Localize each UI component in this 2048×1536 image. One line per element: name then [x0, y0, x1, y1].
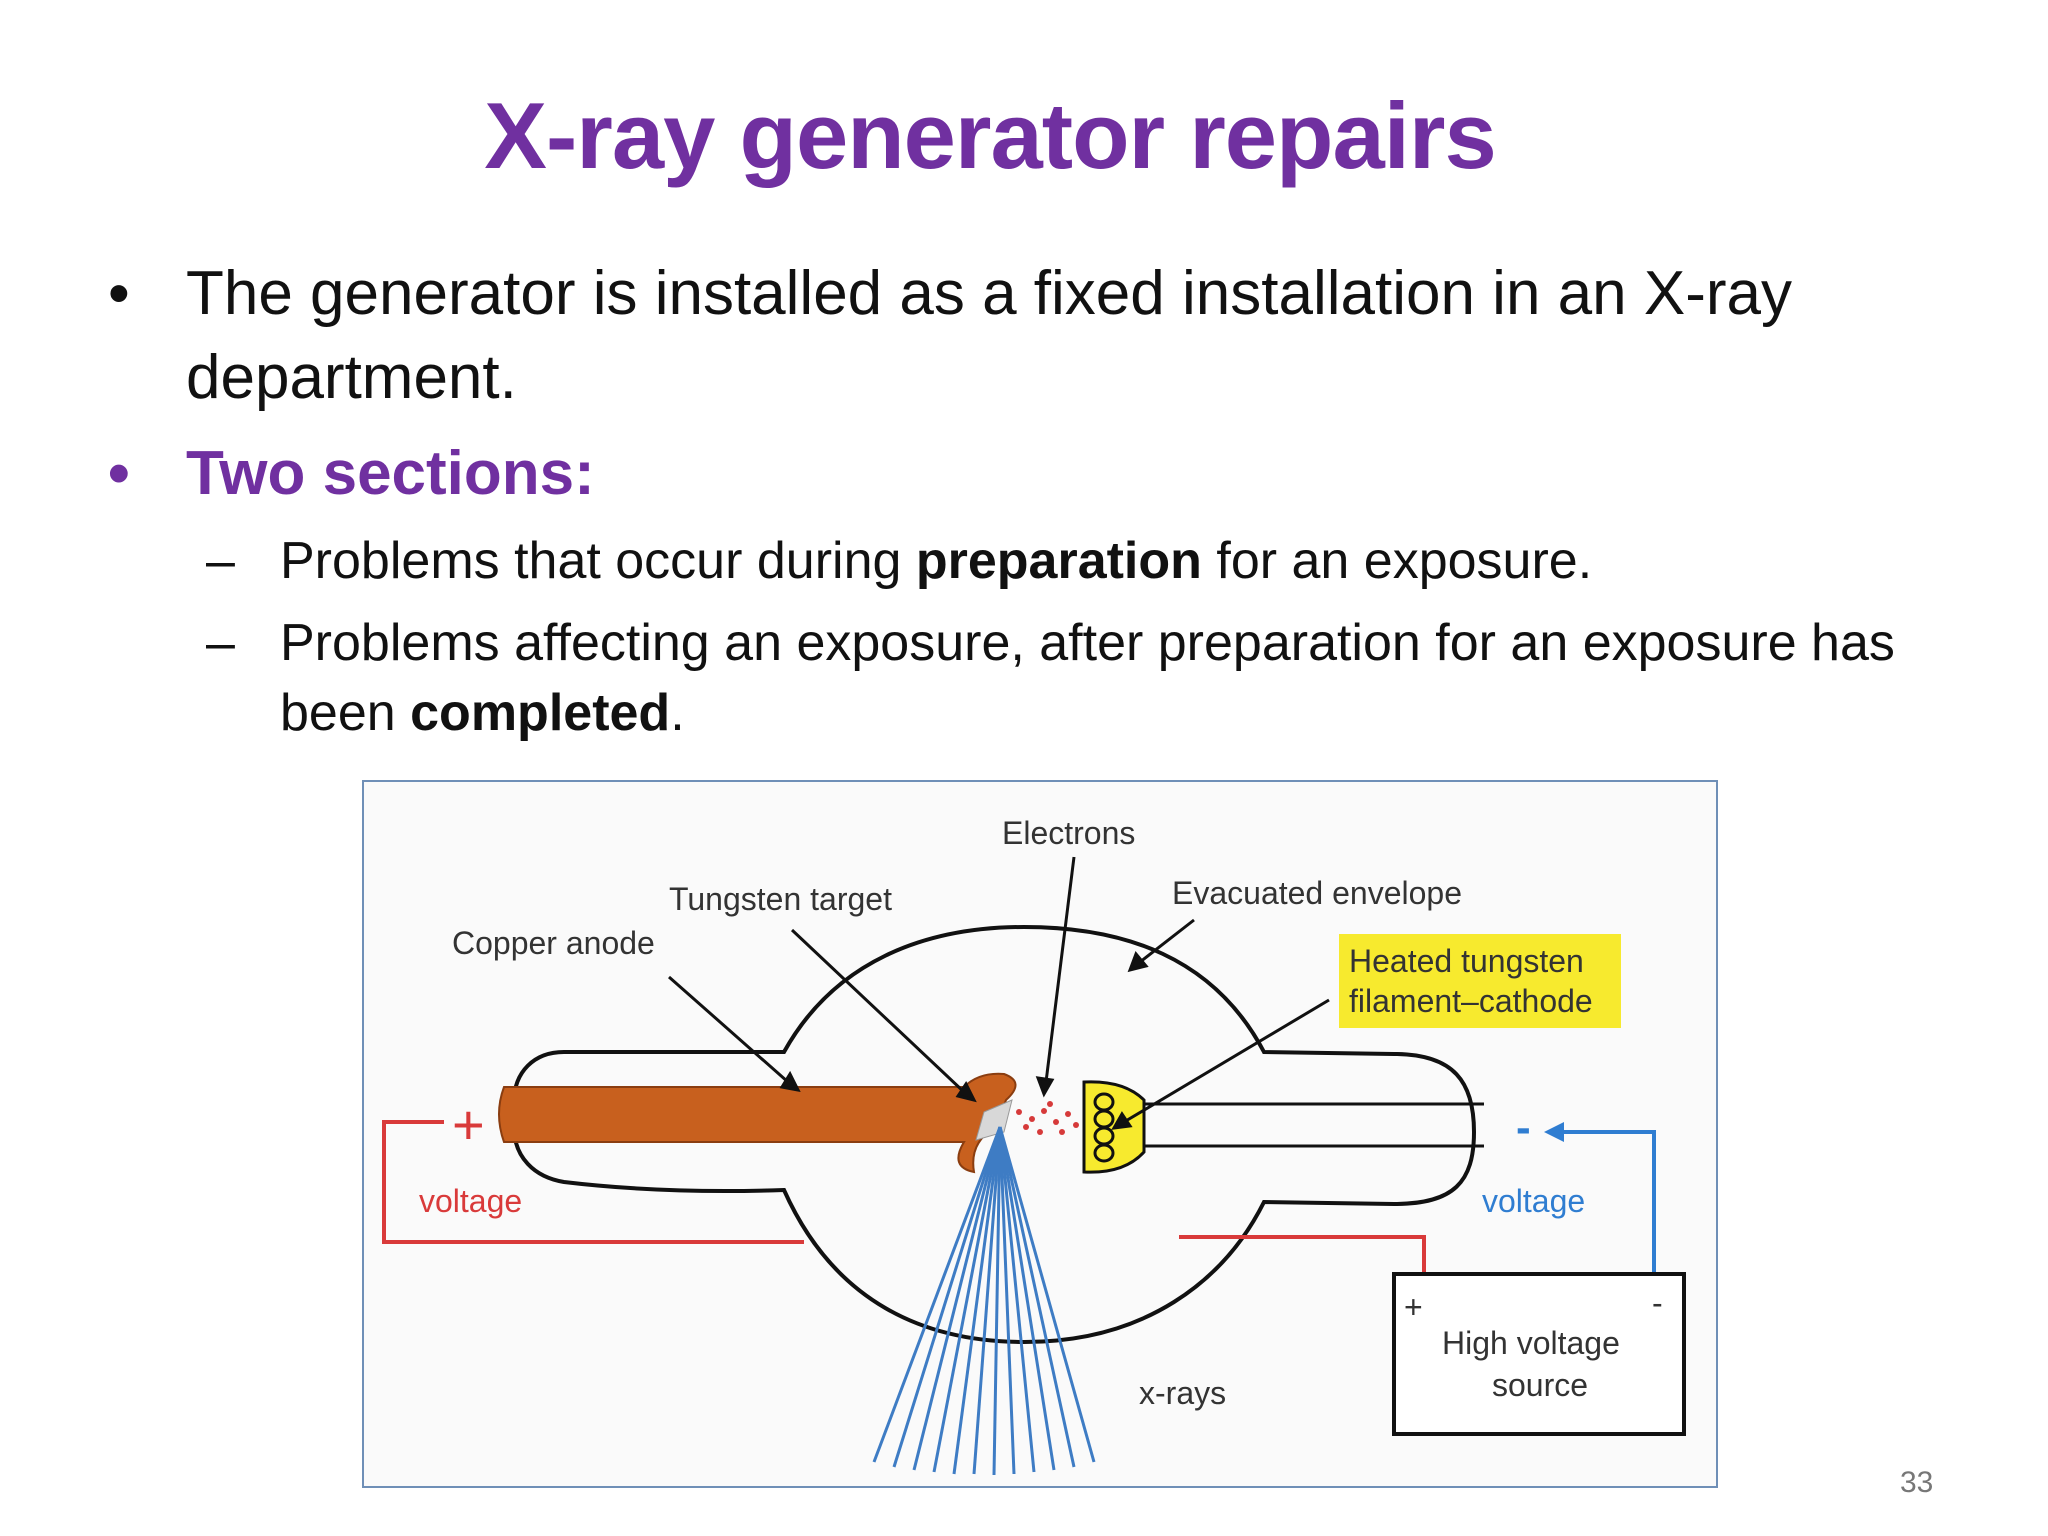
label-minus-right: -: [1516, 1103, 1531, 1152]
label-tungsten-target: Tungsten target: [669, 881, 892, 917]
label-voltage-right: voltage: [1482, 1183, 1585, 1219]
sub-text-bold: preparation: [915, 532, 1202, 590]
sub-text-before: Problems that occur during: [280, 532, 916, 590]
tungsten-target-shape: [975, 1099, 1013, 1141]
pointer-arrows: [668, 856, 1330, 1130]
label-source-minus: -: [1652, 1285, 1663, 1321]
sub-bullet-preparation: – Problems that occur during preparation…: [100, 526, 1980, 596]
label-source-line1: High voltage: [1442, 1325, 1620, 1361]
sub-bullet-completed: – Problems affecting an exposure, after …: [100, 608, 1980, 748]
label-xrays: x-rays: [1139, 1375, 1226, 1411]
bullet-mark: •: [108, 439, 130, 508]
sub-text-after: for an exposure.: [1201, 532, 1593, 590]
page-number: 33: [1900, 1466, 1934, 1499]
label-electrons: Electrons: [1002, 815, 1135, 851]
bullet-item: • The generator is installed as a fixed …: [100, 252, 1980, 420]
high-voltage-source-box: [1392, 1272, 1686, 1436]
xray-fan: [872, 1126, 1096, 1476]
cathode-label-highlight: [1339, 934, 1621, 1028]
copper-anode-shape: [498, 1072, 1017, 1174]
dash-mark: –: [206, 614, 235, 672]
bullet-list: • The generator is installed as a fixed …: [100, 252, 1980, 748]
label-source-line2: source: [1492, 1367, 1588, 1403]
label-cathode-line2: filament–cathode: [1349, 983, 1593, 1019]
label-plus-left: +: [452, 1093, 485, 1156]
sub-text-bold: completed: [410, 684, 671, 742]
sub-text-before: Problems affecting an exposure, after pr…: [280, 614, 1895, 742]
evacuated-envelope-outline: [512, 924, 1477, 1345]
filament-coil: [1093, 1092, 1115, 1163]
negative-wire: [1559, 1130, 1656, 1274]
label-cathode-line1: Heated tungsten: [1349, 943, 1584, 979]
diagram-canvas: Electrons Tungsten target Evacuated enve…: [382, 815, 1686, 1476]
label-voltage-left: voltage: [419, 1183, 522, 1219]
sub-text-after: .: [670, 684, 685, 742]
positive-wire: [382, 1120, 804, 1244]
slide-title: X-ray generator repairs: [484, 83, 1496, 188]
bullet-item-sections: • Two sections:: [100, 432, 1980, 516]
label-source-plus: +: [1404, 1289, 1423, 1325]
dash-mark: –: [206, 532, 235, 590]
label-copper-anode: Copper anode: [452, 925, 655, 961]
electron-stream: [1016, 1101, 1079, 1135]
bullet-mark: •: [108, 259, 130, 328]
label-evacuated-envelope: Evacuated envelope: [1172, 875, 1462, 911]
xray-tube-diagram: Electrons Tungsten target Evacuated enve…: [362, 780, 1718, 1488]
negative-wire-arrowhead: [1544, 1122, 1564, 1142]
positive-wire-right: [1179, 1235, 1426, 1274]
bullet-text: The generator is installed as a fixed in…: [186, 259, 1792, 412]
bullet-text: Two sections:: [186, 439, 595, 508]
